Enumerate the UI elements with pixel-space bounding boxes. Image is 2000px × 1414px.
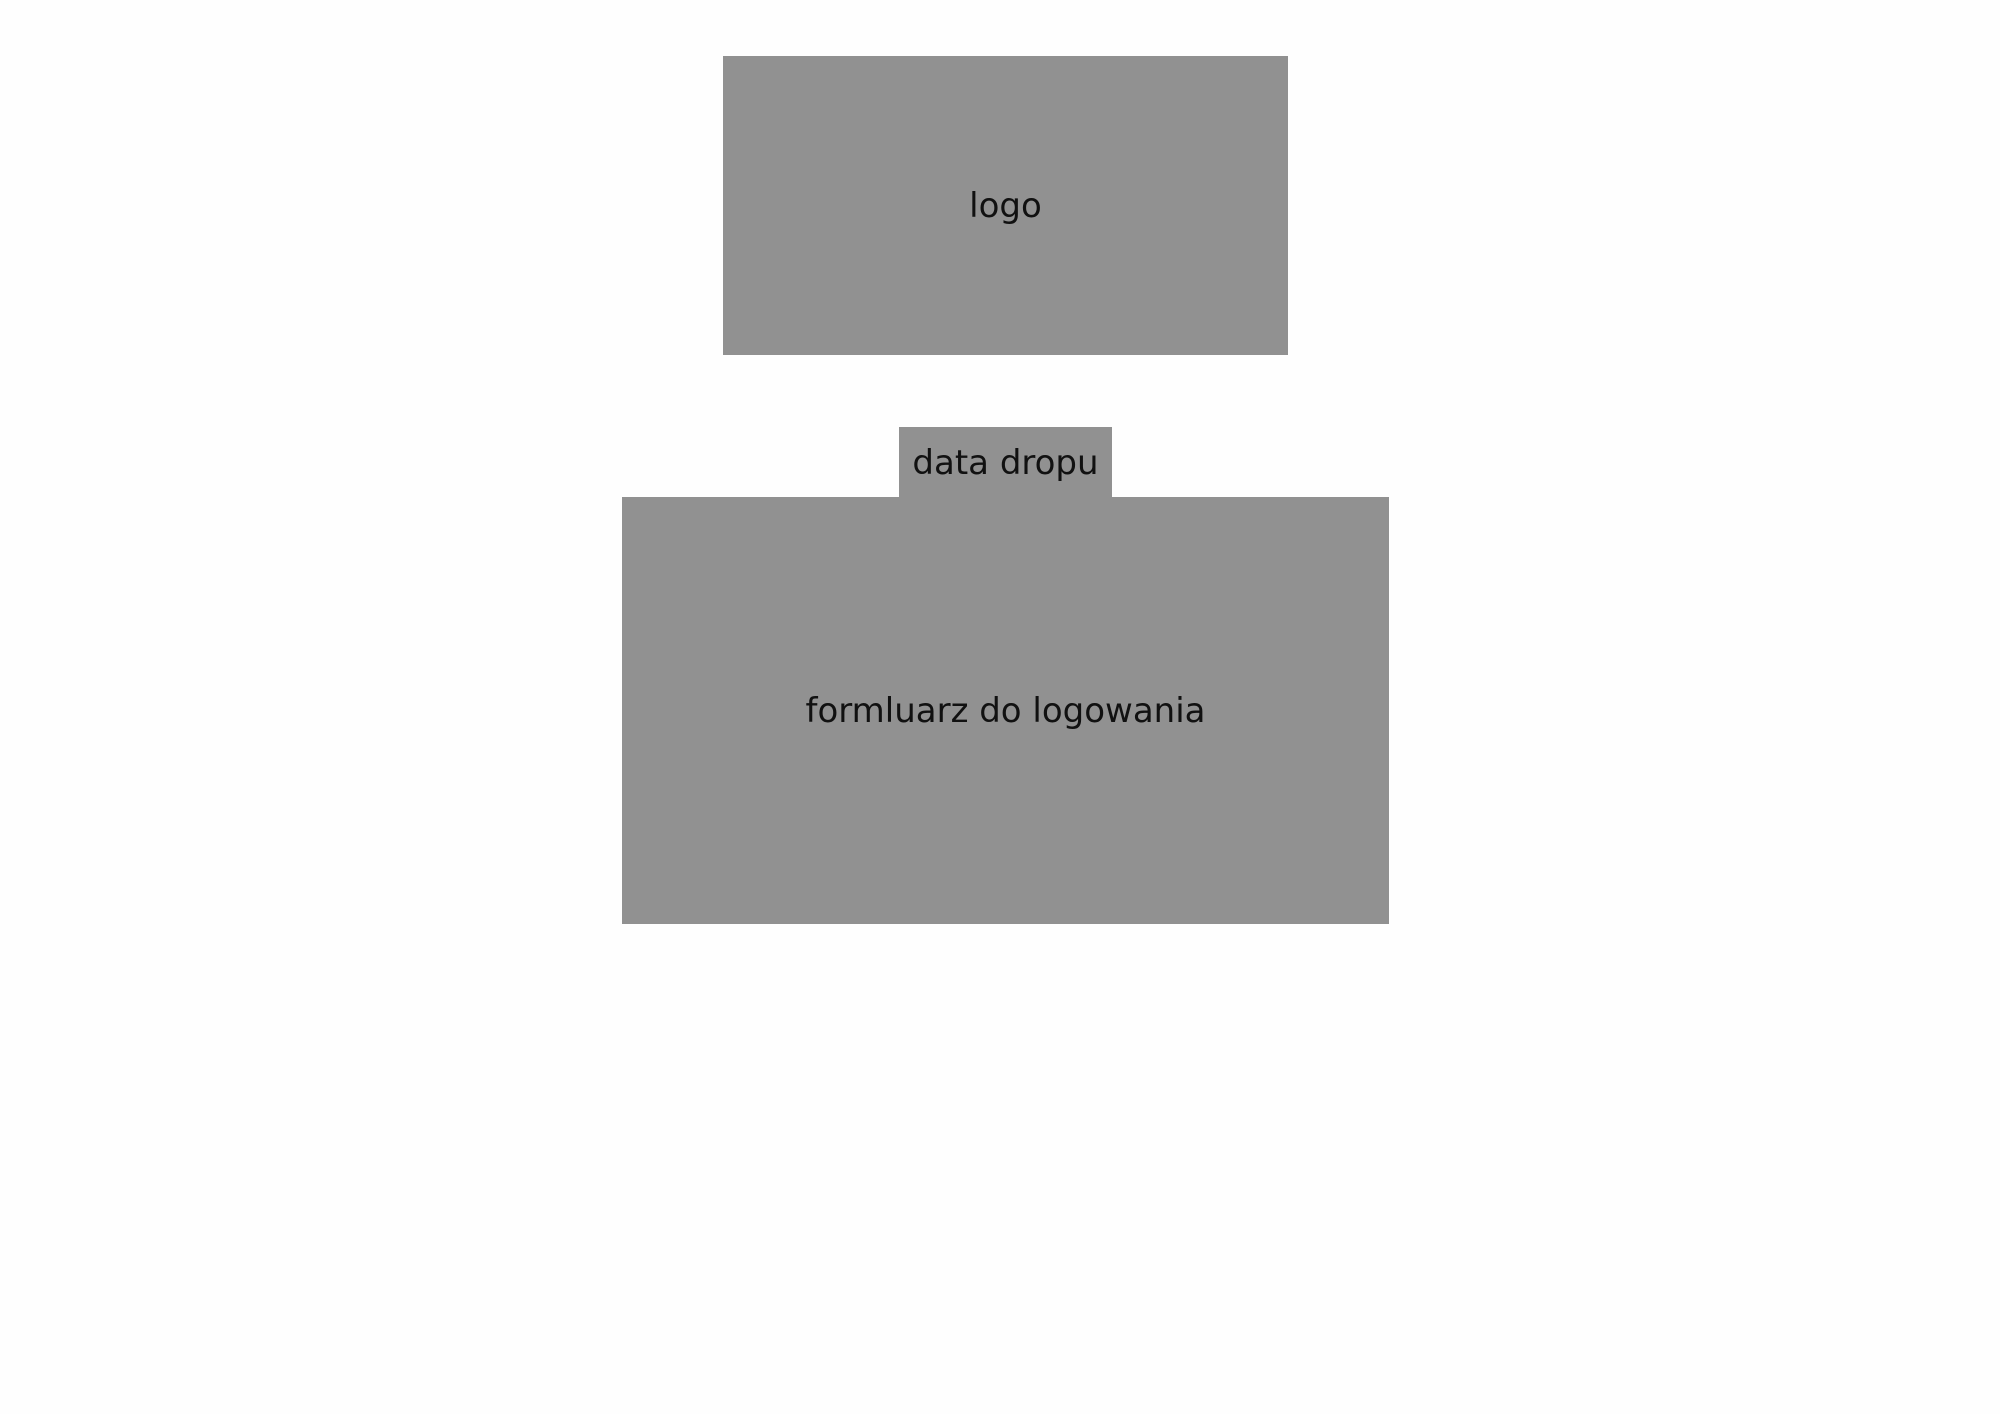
logo-label: logo bbox=[969, 185, 1042, 226]
drop-date-label: data dropu bbox=[912, 442, 1099, 483]
login-form-label: formluarz do logowania bbox=[805, 690, 1206, 731]
login-form-placeholder: formluarz do logowania bbox=[622, 497, 1389, 924]
logo-placeholder: logo bbox=[723, 56, 1288, 355]
drop-date-placeholder: data dropu bbox=[899, 427, 1112, 498]
